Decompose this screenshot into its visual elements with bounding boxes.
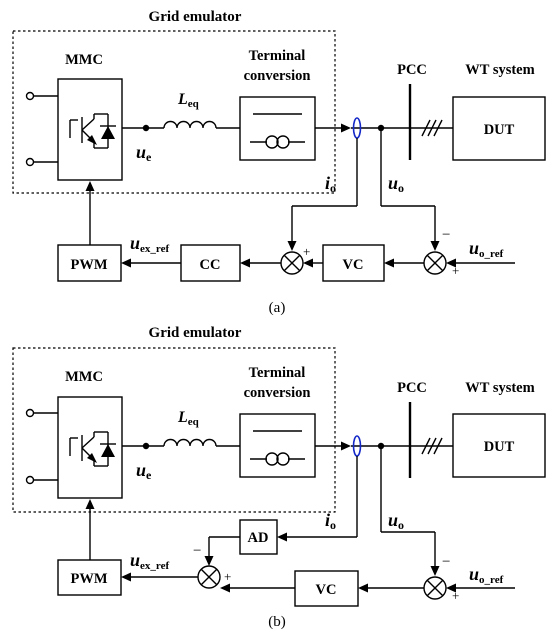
terminal-label-line1: Terminal [249,48,306,64]
mmc-block [57,78,123,181]
grid-emulator-boundary [12,347,336,513]
pcc-label: PCC [397,62,427,78]
cc-label: CC [200,257,221,273]
ue-label: ue [136,460,152,482]
input-terminals [25,408,58,485]
ue-node [142,442,150,450]
mmc-label: MMC [65,369,103,385]
three-phase-mark [421,437,443,455]
uoref-sum-plus: + [452,263,459,278]
voltage-sum-junction [423,576,447,600]
grid-emulator-label: Grid emulator [149,325,242,341]
pwm-label: PWM [70,571,107,587]
pwm-block [57,559,122,596]
uex-ref-label: uex_ref [130,550,169,572]
terminal-label-line2: conversion [244,68,311,84]
io-label: io [325,510,336,532]
caption-a: (a) [269,300,286,316]
inductor-leq [163,120,217,129]
igbt-diode-icon [69,431,116,467]
vc-block [322,244,385,282]
grid-emulator-boundary [12,30,336,194]
input-terminals [25,91,58,167]
grid-emulator-label: Grid emulator [149,9,242,25]
terminal-label-line1: Terminal [249,365,306,381]
three-phase-mark [421,119,443,137]
wt-system-label: WT system [465,380,534,396]
leq-label: Leq [177,409,200,428]
caption-b: (b) [268,614,286,630]
terminal-label-line2: conversion [244,385,311,401]
panel-a: Grid emulator MMC Terminal conversion [12,9,546,316]
terminal-conversion-block [239,413,316,478]
ad-sum-minus: − [193,543,201,559]
io-label: io [325,173,336,195]
dut-block [452,96,546,161]
mmc-block [57,396,123,499]
uo-sum-minus: − [442,227,450,243]
uex-ref-label: uex_ref [130,233,169,255]
pwm-label: PWM [70,257,107,273]
current-sum-junction [280,251,304,275]
pwm-block [57,244,122,282]
uo-sum-minus: − [442,554,450,570]
uoref-label: uo_ref [469,238,504,260]
vc-sum-plus: + [224,569,231,584]
ad-block [239,519,278,555]
wt-system-label: WT system [465,62,534,78]
inductor-leq [163,438,217,447]
uoref-label: uo_ref [469,564,504,586]
mmc-label: MMC [65,52,103,68]
leq-label: Leq [177,91,200,110]
uoref-sum-plus: + [452,588,459,603]
pcc-label: PCC [397,380,427,396]
dut-label: DUT [484,122,515,138]
cc-block [180,244,241,282]
uo-label: uo [388,510,404,532]
dut-block [452,413,546,478]
ue-label: ue [136,142,152,164]
ad-label: AD [248,530,269,546]
uo-label: uo [388,173,404,195]
dut-label: DUT [484,439,515,455]
vc-sum-plus: + [303,244,310,259]
vc-label: VC [316,582,337,598]
panel-b: Grid emulator MMC Terminal conversion [12,325,546,630]
igbt-diode-icon [69,113,116,149]
terminal-conversion-block [239,96,316,161]
voltage-sum-junction [423,251,447,275]
error-sum-junction [197,565,221,589]
vc-label: VC [343,257,364,273]
ue-node [142,124,150,132]
